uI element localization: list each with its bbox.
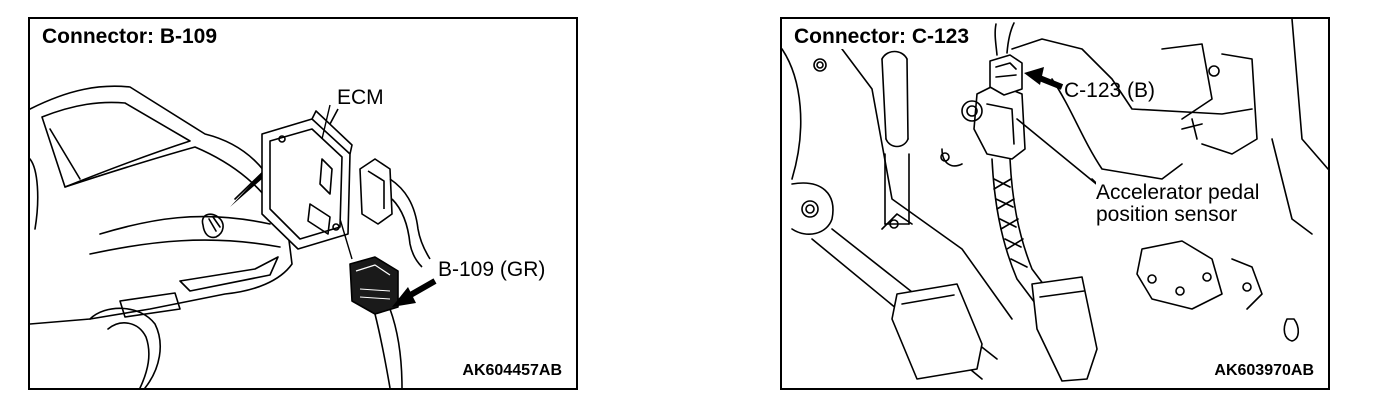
car-headlight <box>179 256 279 292</box>
ecm-label: ECM <box>337 86 384 109</box>
panel-title: Connector: B-109 <box>40 25 220 49</box>
left-diagram-panel: Connector: B-109 ECM B-109 (GR) AK604457… <box>28 17 578 390</box>
panel-title: Connector: C-123 <box>792 25 972 49</box>
car-outline <box>30 85 293 325</box>
pointer-wedge <box>230 164 270 207</box>
ecm-location-mark <box>201 213 224 239</box>
right-diagram-panel: Connector: C-123 C-123 (B) Accelerator p… <box>780 17 1330 390</box>
figure-code: AK604457AB <box>462 362 562 379</box>
brake-pedal-arm <box>881 58 909 140</box>
firewall-structure <box>841 48 1013 320</box>
c123-connector-shape <box>989 22 1023 96</box>
car-ecm-illustration <box>30 85 437 388</box>
accelerator-sensor-body <box>961 83 1026 160</box>
c123-arrow-icon <box>1024 67 1064 90</box>
car-wheel <box>89 307 161 388</box>
car-windshield <box>41 101 191 188</box>
brake-pedal-pad <box>891 283 983 380</box>
b109-connector-shape <box>349 256 403 388</box>
sensor-label-line1: Accelerator pedal <box>1096 181 1260 204</box>
figure-code: AK603970AB <box>1214 362 1314 379</box>
accelerator-pedal-arm <box>991 158 1063 320</box>
connector-label: B-109 (GR) <box>438 258 546 281</box>
accelerator-pedal-pad <box>1031 276 1098 382</box>
right-bracket <box>1136 240 1223 310</box>
upper-harness-connector <box>359 158 431 268</box>
sensor-label: Accelerator pedal position sensor <box>1096 181 1260 227</box>
connector-label: C-123 (B) <box>1064 79 1156 102</box>
pedal-sensor-illustration <box>782 19 1328 382</box>
sensor-label-line2: position sensor <box>1096 203 1238 227</box>
car-hood <box>64 146 281 220</box>
ecm-unit <box>261 108 353 250</box>
b109-arrow-icon <box>392 278 437 307</box>
